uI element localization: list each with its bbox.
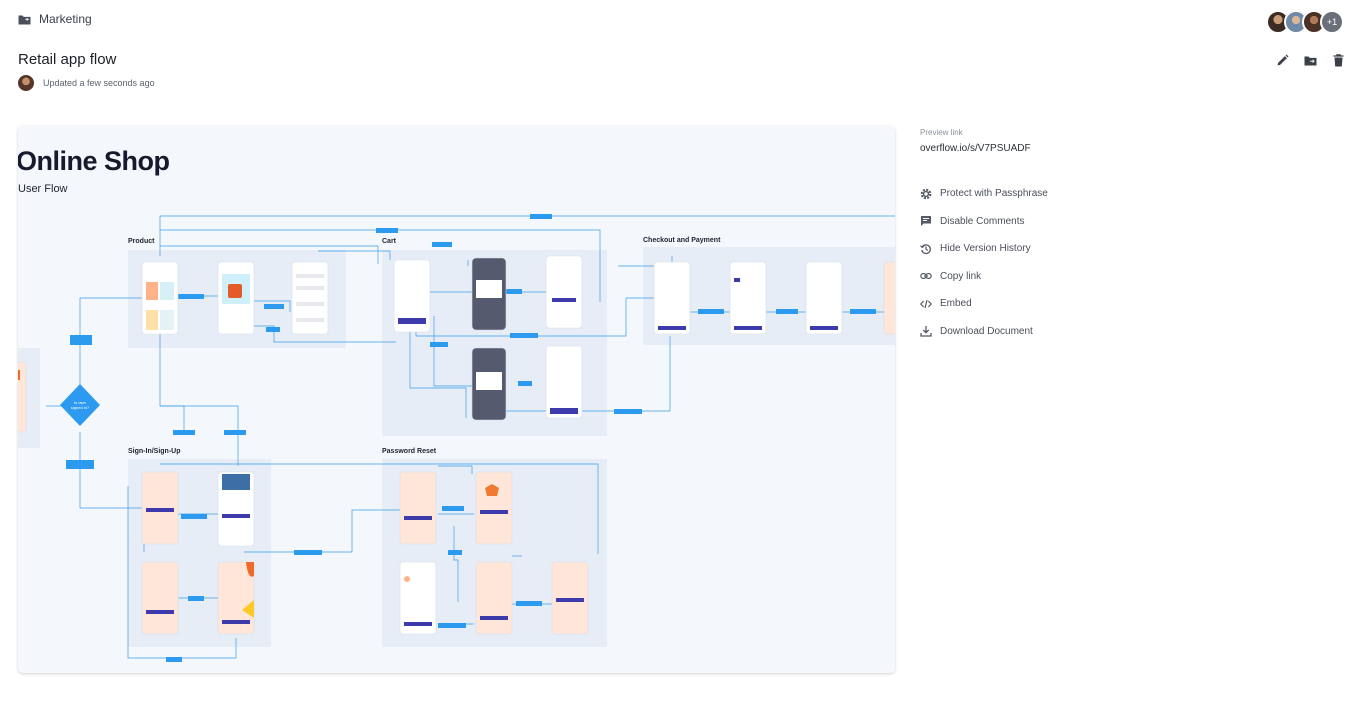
section-label-reset: Password Reset: [382, 448, 437, 455]
code-icon: [920, 299, 932, 308]
decision-label: Is user signed in?: [70, 400, 90, 410]
hide-version-history-button[interactable]: Hide Version History: [920, 235, 1048, 263]
section-label-cart: Cart: [382, 238, 397, 245]
phone-screens: [18, 255, 895, 635]
screen-details: [18, 274, 838, 626]
delete-button[interactable]: [1330, 52, 1346, 68]
section-label-product: Product: [128, 238, 155, 245]
section-label-signin: Sign-In/Sign-Up: [128, 448, 181, 455]
screen-product-reviews: [291, 261, 329, 335]
screen-password-reset: [399, 471, 437, 545]
menu-item-label: Embed: [940, 298, 972, 310]
section-label-checkout: Checkout and Payment: [643, 237, 721, 244]
embed-button[interactable]: Embed: [920, 290, 1048, 318]
copy-link-button[interactable]: Copy link: [920, 263, 1048, 291]
screen-payment: [729, 261, 767, 335]
history-icon: [920, 244, 931, 254]
screen-instructions-sent: [475, 471, 513, 545]
screen-checkout: [805, 261, 843, 335]
screen-confirmation: [883, 261, 895, 335]
connector-labels: [66, 214, 876, 662]
update-status: Updated a few seconds ago: [18, 75, 155, 91]
download-icon: [920, 326, 932, 337]
document-actions: [1274, 52, 1346, 68]
canvas-subheading: User Flow: [18, 183, 68, 195]
menu-item-label: Protect with Passphrase: [940, 188, 1048, 200]
share-sidebar: Preview link overflow.io/s/V7PSUADF Prot…: [920, 128, 1048, 345]
avatar: [18, 75, 34, 91]
updated-text: Updated a few seconds ago: [43, 78, 155, 88]
share-menu: Protect with Passphrase Disable Comments…: [920, 180, 1048, 345]
preview-link-url[interactable]: overflow.io/s/V7PSUADF: [920, 143, 1031, 154]
screen-cart-2: [545, 345, 583, 419]
protect-passphrase-button[interactable]: Protect with Passphrase: [920, 180, 1048, 208]
folder-icon: [18, 14, 31, 25]
trash-icon: [1333, 53, 1343, 66]
screen-cart-empty: [545, 255, 583, 329]
comment-icon: [921, 216, 931, 227]
breadcrumb: Marketing: [18, 12, 92, 26]
page-title: Retail app flow: [18, 51, 117, 68]
menu-item-label: Disable Comments: [940, 215, 1025, 227]
gear-icon: [920, 188, 932, 200]
edit-button[interactable]: [1274, 52, 1290, 68]
decision-diamond: [60, 384, 100, 426]
menu-item-label: Download Document: [940, 325, 1033, 337]
link-icon: [920, 273, 932, 280]
preview-link-label: Preview link: [920, 128, 963, 137]
screen-congratulations: [217, 561, 255, 635]
disable-comments-button[interactable]: Disable Comments: [920, 208, 1048, 236]
screen-sign-up: [141, 561, 179, 635]
download-document-button[interactable]: Download Document: [920, 318, 1048, 346]
screen-cart: [393, 259, 431, 333]
menu-item-label: Hide Version History: [940, 243, 1031, 255]
document-preview-canvas[interactable]: Online Shop User Flow Product Cart Check…: [18, 126, 895, 673]
collaborator-avatars: +1: [1266, 10, 1344, 34]
screen-new-password: [475, 561, 513, 635]
canvas-heading: Online Shop: [18, 146, 170, 176]
screen-shipping: [653, 261, 691, 335]
menu-item-label: Copy link: [940, 270, 982, 282]
flow-diagram: [18, 214, 895, 662]
move-to-folder-button[interactable]: [1302, 52, 1318, 68]
breadcrumb-folder-link[interactable]: Marketing: [39, 12, 92, 26]
more-collaborators-badge[interactable]: +1: [1320, 10, 1344, 34]
pencil-icon: [1277, 54, 1288, 65]
folder-move-icon: [1304, 56, 1316, 65]
screen-sign-in-modal: [217, 471, 255, 547]
